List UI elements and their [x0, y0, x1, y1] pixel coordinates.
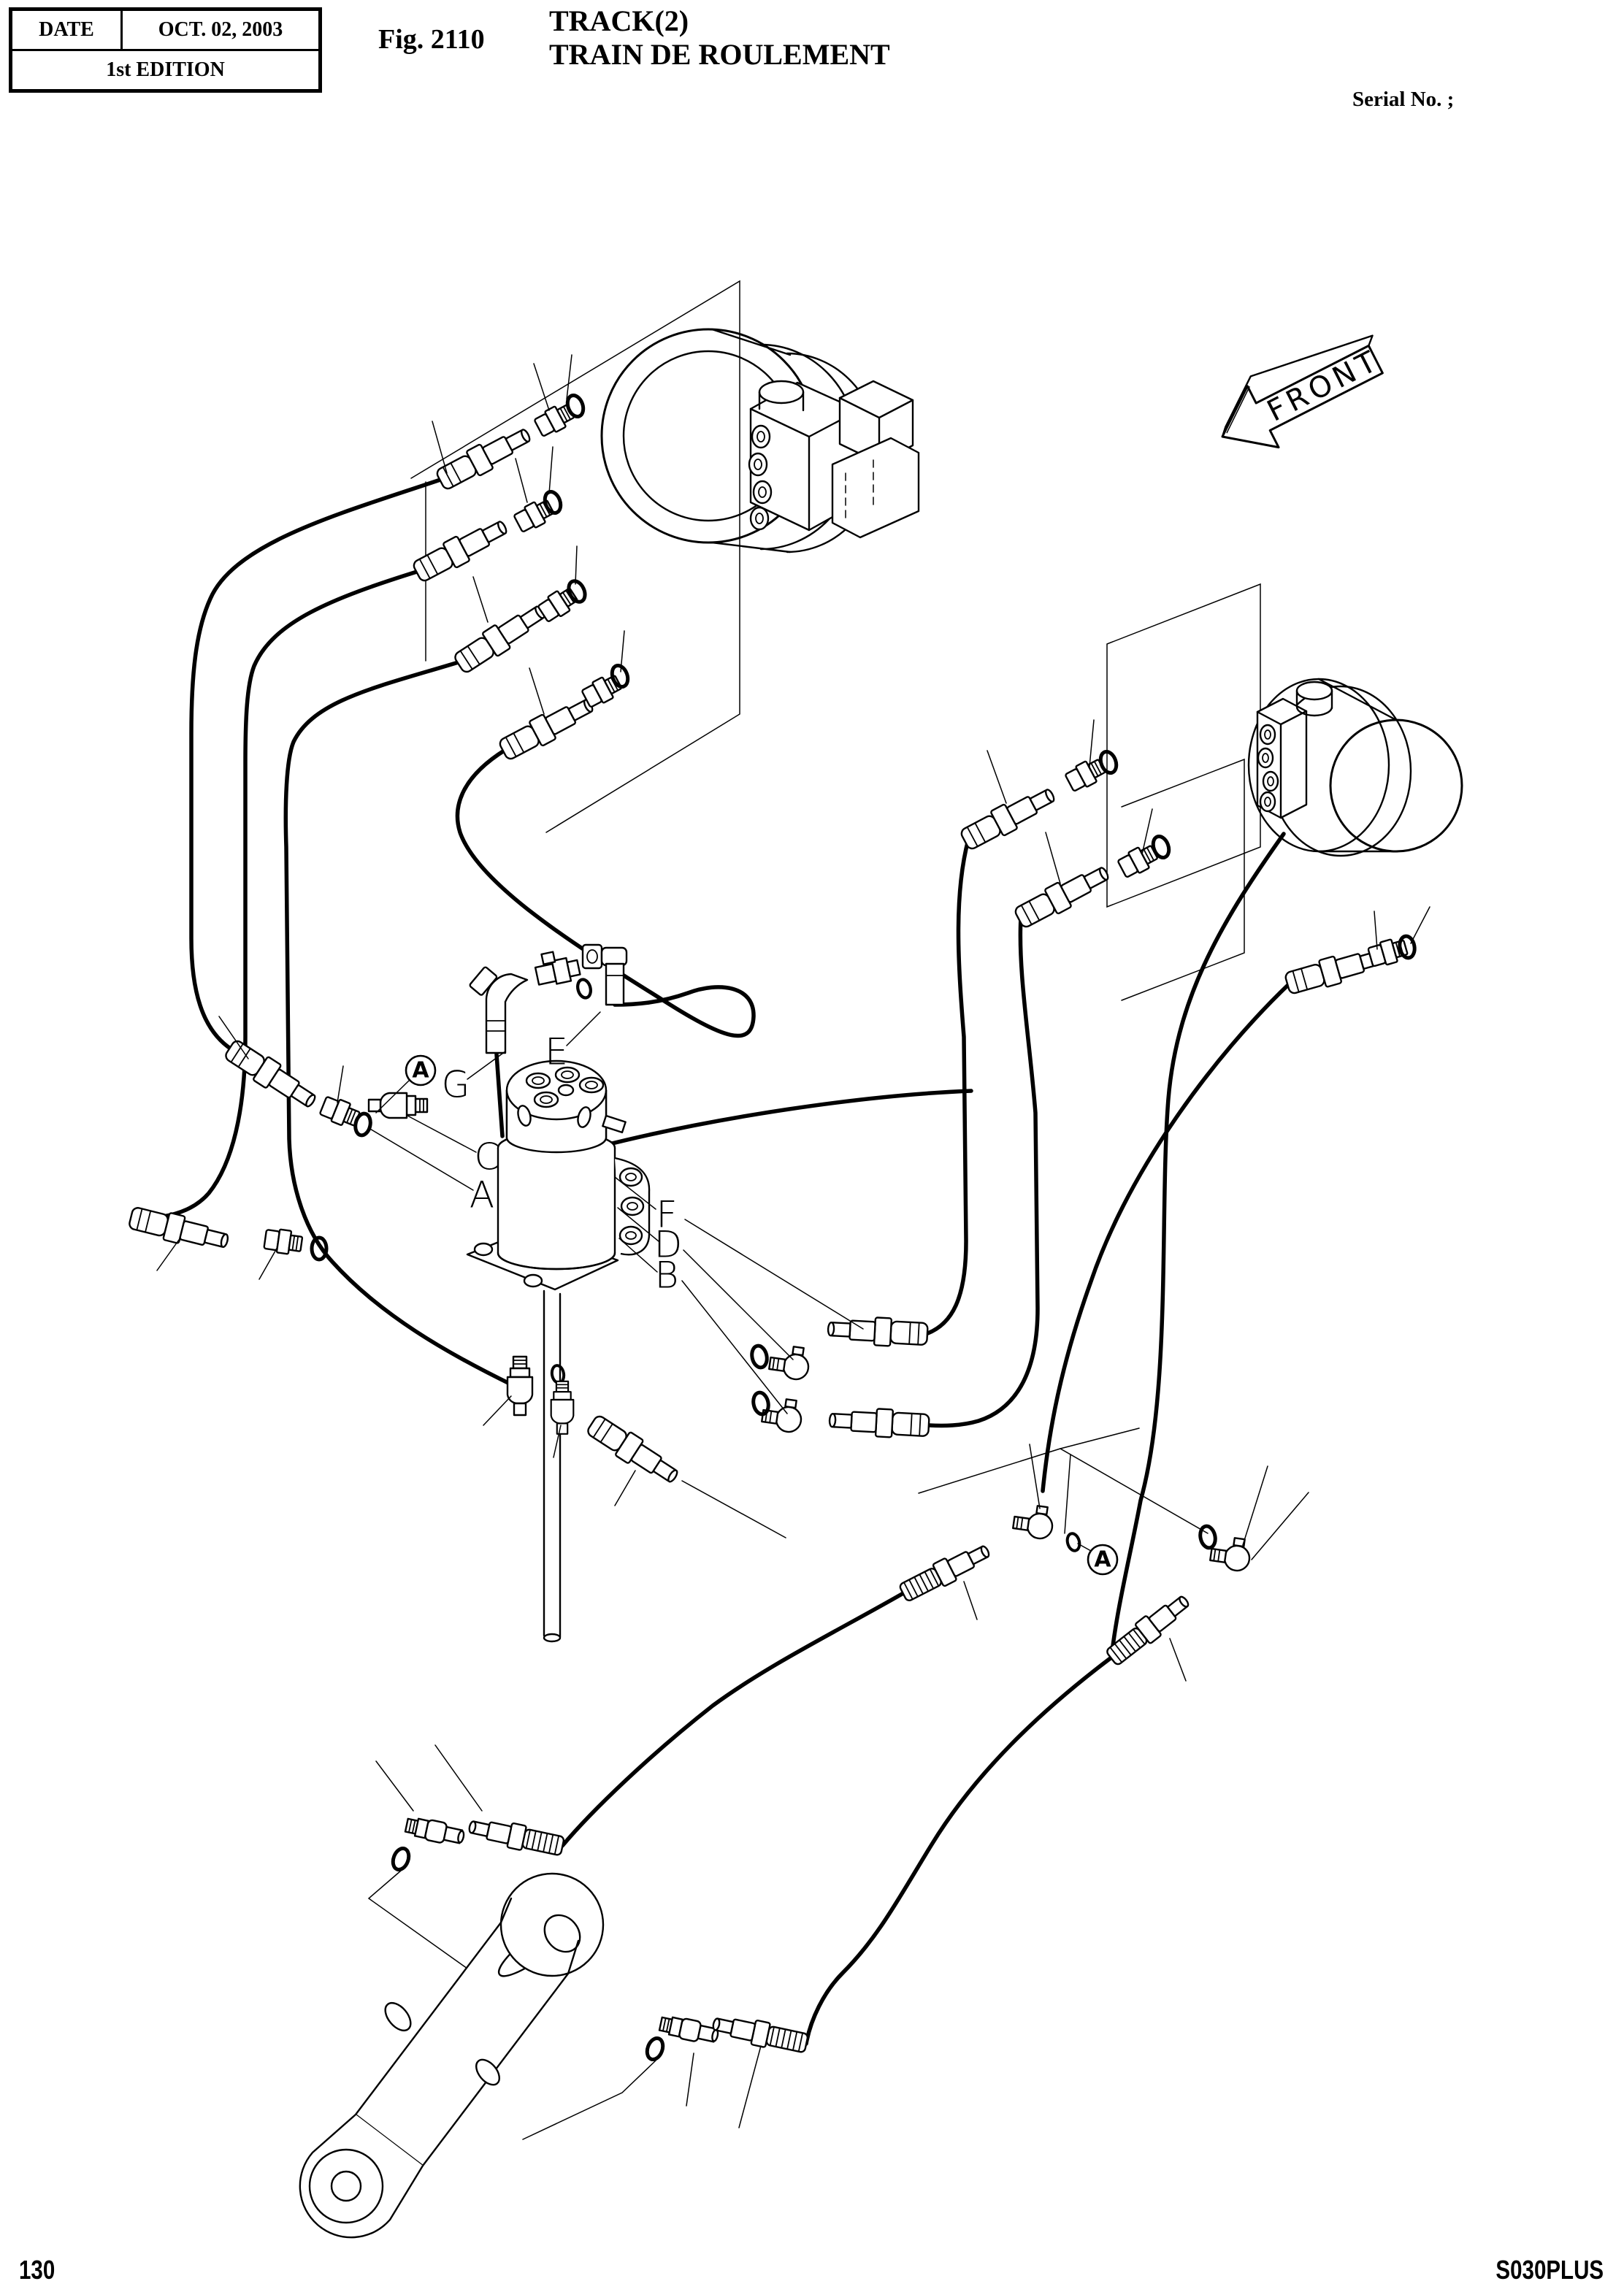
hose-end-fitting — [1011, 859, 1114, 932]
elbow-fitting — [657, 2012, 721, 2047]
hose-left-2 — [131, 569, 421, 1221]
o-ring — [1198, 1525, 1217, 1549]
hydraulic-hoses — [131, 477, 1292, 2046]
leader-lines — [156, 354, 1430, 2128]
figure-title-fr: TRAIN DE ROULEMENT — [549, 38, 890, 71]
o-ring — [390, 1846, 411, 1871]
hose-end-fitting — [826, 1314, 930, 1349]
port-label-a: A — [470, 1174, 494, 1216]
elbow-fitting — [506, 1355, 534, 1417]
spring-guard-hose-end — [466, 1813, 566, 1860]
front-label: FRONT — [1262, 343, 1385, 429]
adapter-fitting — [532, 399, 578, 440]
hose-end-fitting — [451, 598, 551, 678]
o-ring — [751, 1391, 770, 1416]
hose-end-fitting — [433, 421, 536, 494]
hose-left-3 — [283, 659, 513, 1387]
hose-cross-arc — [598, 1089, 973, 1149]
hose-right-2 — [927, 916, 1040, 1428]
o-ring — [644, 2036, 665, 2061]
left-motor-ports — [748, 424, 773, 531]
elbow-fitting-e — [581, 943, 628, 1006]
svg-text:A: A — [1094, 1547, 1111, 1573]
port-label-c: C — [475, 1136, 500, 1178]
svg-text:A: A — [412, 1058, 429, 1084]
hose-elbow-e-drop — [494, 1052, 505, 1138]
figure-title: TRACK(2) TRAIN DE ROULEMENT — [549, 4, 890, 72]
tee-fitting — [534, 951, 581, 986]
adapter-fitting — [262, 1226, 304, 1257]
spring-guard-hose-end — [896, 1538, 995, 1606]
revision-table: DATE OCT. 02, 2003 1st EDITION — [9, 7, 322, 93]
hose-end-fitting — [827, 1405, 931, 1441]
hose-end-fitting — [496, 691, 599, 764]
port-label-b: B — [655, 1254, 679, 1297]
o-ring — [750, 1344, 769, 1369]
rotary-joint-top-ports — [525, 1066, 605, 1108]
rotary-joint — [466, 1059, 651, 1643]
date-value: OCT. 02, 2003 — [120, 8, 321, 51]
fittings — [126, 393, 1417, 2061]
reference-planes — [367, 280, 1261, 2140]
adapter-fitting — [511, 495, 557, 535]
port-label-f: F — [656, 1194, 678, 1236]
detail-marker-a-1: A — [405, 1054, 437, 1086]
hose-bottom-1 — [560, 1591, 905, 1848]
blade-cylinder — [299, 1872, 605, 2239]
figure-number: Fig. 2110 — [378, 24, 485, 55]
figure-title-en: TRACK(2) — [549, 4, 689, 37]
left-travel-motor — [600, 328, 920, 553]
hose-end-fitting — [957, 781, 1060, 854]
hose-end-fitting — [221, 1035, 322, 1115]
o-ring — [1065, 1532, 1081, 1552]
date-label: DATE — [9, 8, 123, 51]
edition-label: 1st EDITION — [9, 49, 321, 92]
hose-bend-g — [469, 966, 529, 1054]
elbow-fitting — [403, 1814, 467, 1849]
banjo-elbow — [767, 1343, 812, 1382]
hose-right-3 — [1109, 832, 1286, 1660]
model-code: S030PLUS — [1495, 2255, 1604, 2285]
port-label-g: G — [442, 1064, 470, 1106]
banjo-elbow — [1011, 1502, 1056, 1541]
hose-bottom-2 — [804, 1655, 1114, 2046]
front-arrow: FRONT — [1221, 334, 1386, 449]
detail-marker-a-2: A — [1087, 1544, 1119, 1576]
page-number: 130 — [19, 2255, 55, 2285]
hose-right-4 — [1041, 981, 1292, 1493]
hose-right-1 — [924, 838, 970, 1336]
hose-end-fitting — [583, 1411, 684, 1490]
hose-left-1 — [189, 477, 445, 1051]
port-label-e: E — [545, 1031, 568, 1073]
o-ring — [312, 1238, 326, 1260]
right-travel-motor — [1247, 678, 1463, 857]
elbow-fitting — [367, 1092, 429, 1119]
o-ring — [575, 978, 592, 999]
serial-number-label: Serial No. ; — [1352, 88, 1455, 111]
elbow-fitting — [550, 1380, 575, 1435]
hose-port-e — [455, 748, 756, 1038]
right-motor-ports — [1257, 724, 1279, 813]
port-label-d: D — [654, 1224, 683, 1266]
